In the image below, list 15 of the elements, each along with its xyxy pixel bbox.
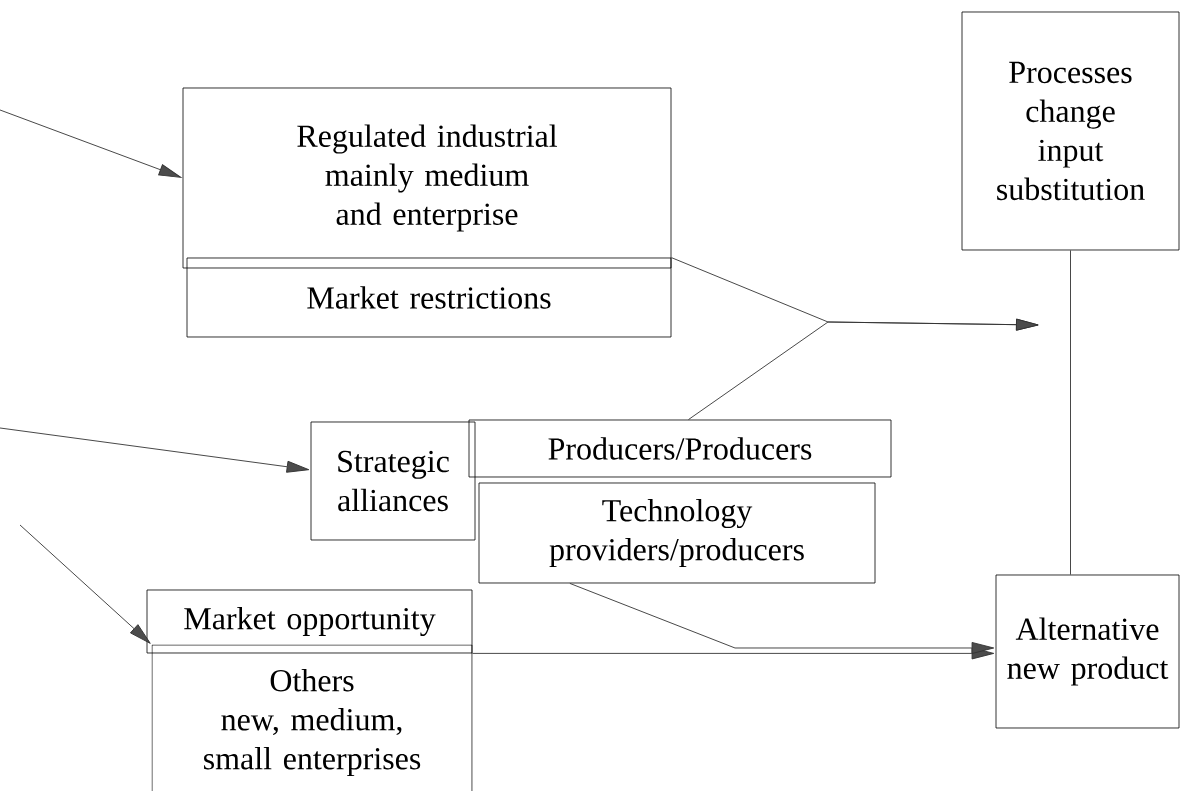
arrow [19,524,151,644]
text-box: Strategic alliances [310,421,476,541]
text-box: Market opportunity [146,589,473,654]
text-box: Producers/Producers [468,419,892,478]
text-box: Regulated industrial mainly medium and enterprise [182,87,672,269]
arrow [688,318,1039,421]
line [1070,249,1071,576]
text-box: Processes change input substitution [961,11,1180,251]
text-box: Others new, medium, small enterprises [151,644,473,791]
text-box: Market restrictions [186,257,672,338]
text-box: Technology providers/producers [478,482,876,584]
arrow [0,109,182,178]
arrow [569,582,995,654]
arrow [0,427,310,473]
text-box: Alternative new product [995,574,1180,729]
